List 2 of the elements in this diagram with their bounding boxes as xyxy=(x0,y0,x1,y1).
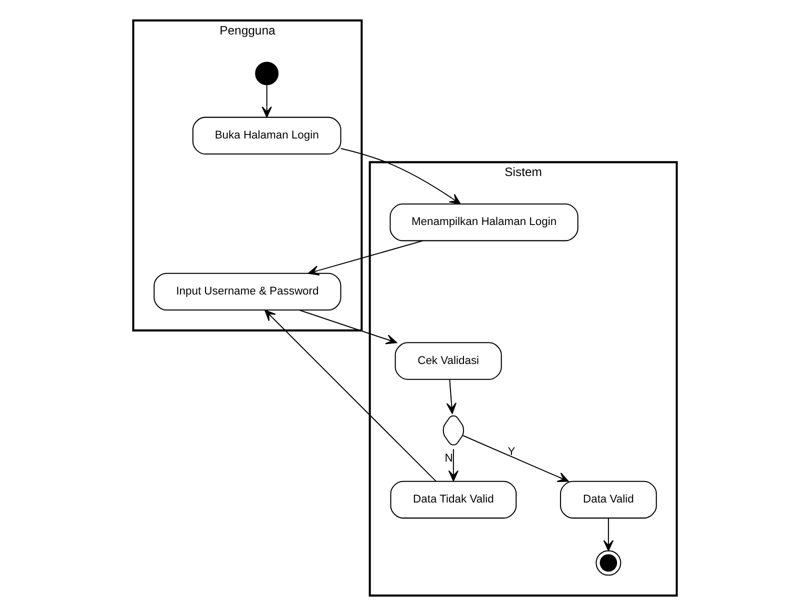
edge-label: Y xyxy=(507,446,515,458)
edge-label: N xyxy=(444,452,452,464)
